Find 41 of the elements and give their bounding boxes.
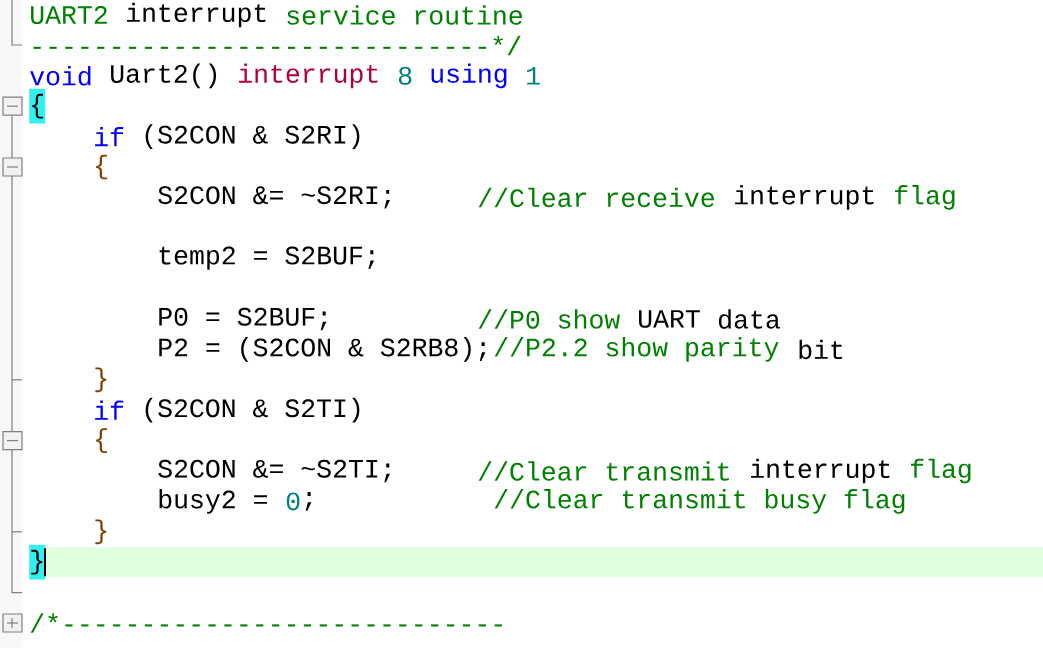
code-text: busy2 = [159, 489, 267, 514]
code-text: interrupt [239, 63, 378, 89]
code-text: flag [911, 458, 971, 484]
code-text: ; [305, 492, 312, 511]
code-text: flag [895, 185, 955, 210]
code-text: (S2CON & S2TI) [145, 397, 360, 423]
code-text: void [30, 66, 91, 86]
code-text: } [95, 367, 107, 393]
code-text: { [29, 88, 46, 124]
code-text: //P0 show [478, 309, 621, 329]
code-text: Uart2() [111, 63, 217, 89]
code-text: if [95, 400, 124, 420]
code-text: interrupt [735, 185, 874, 210]
code-text: 0 [286, 492, 300, 511]
code-text: 8 [398, 66, 412, 85]
code-text: { [96, 154, 107, 180]
code-text: P2 = (S2CON & S2RB8); [159, 337, 486, 362]
code-text: UART2 [31, 6, 107, 24]
code-text: //Clear receive [478, 187, 714, 208]
code-text: data [719, 309, 780, 329]
code-text: interrupt [127, 2, 266, 28]
code-text: -----------------------------*/ [33, 35, 521, 56]
code-text: using [431, 63, 507, 89]
code-text: { [96, 428, 107, 453]
code-text: service routine [287, 5, 522, 25]
code-text: /*---------------------------- [30, 613, 502, 633]
code-text: interrupt [751, 458, 890, 484]
code-text: } [29, 544, 46, 580]
code-text: UART [639, 310, 700, 328]
code-text: temp2 = S2BUF; [159, 246, 375, 270]
code-text: if [95, 127, 124, 147]
code-text: //Clear transmit busy flag [494, 489, 905, 514]
code-text: P0 = S2BUF; [159, 307, 327, 331]
code-text: S2CON &= ~S2TI; [158, 459, 390, 483]
code-text: //P2.2 show parity [494, 337, 779, 362]
code-text: //Clear transmit [478, 461, 729, 481]
code-text: 1 [527, 67, 540, 85]
code-text: S2CON &= ~S2RI; [158, 186, 390, 209]
code-text: } [95, 519, 107, 545]
code-text: (S2CON & S2RI) [145, 124, 360, 149]
code-text: bit [799, 339, 843, 360]
